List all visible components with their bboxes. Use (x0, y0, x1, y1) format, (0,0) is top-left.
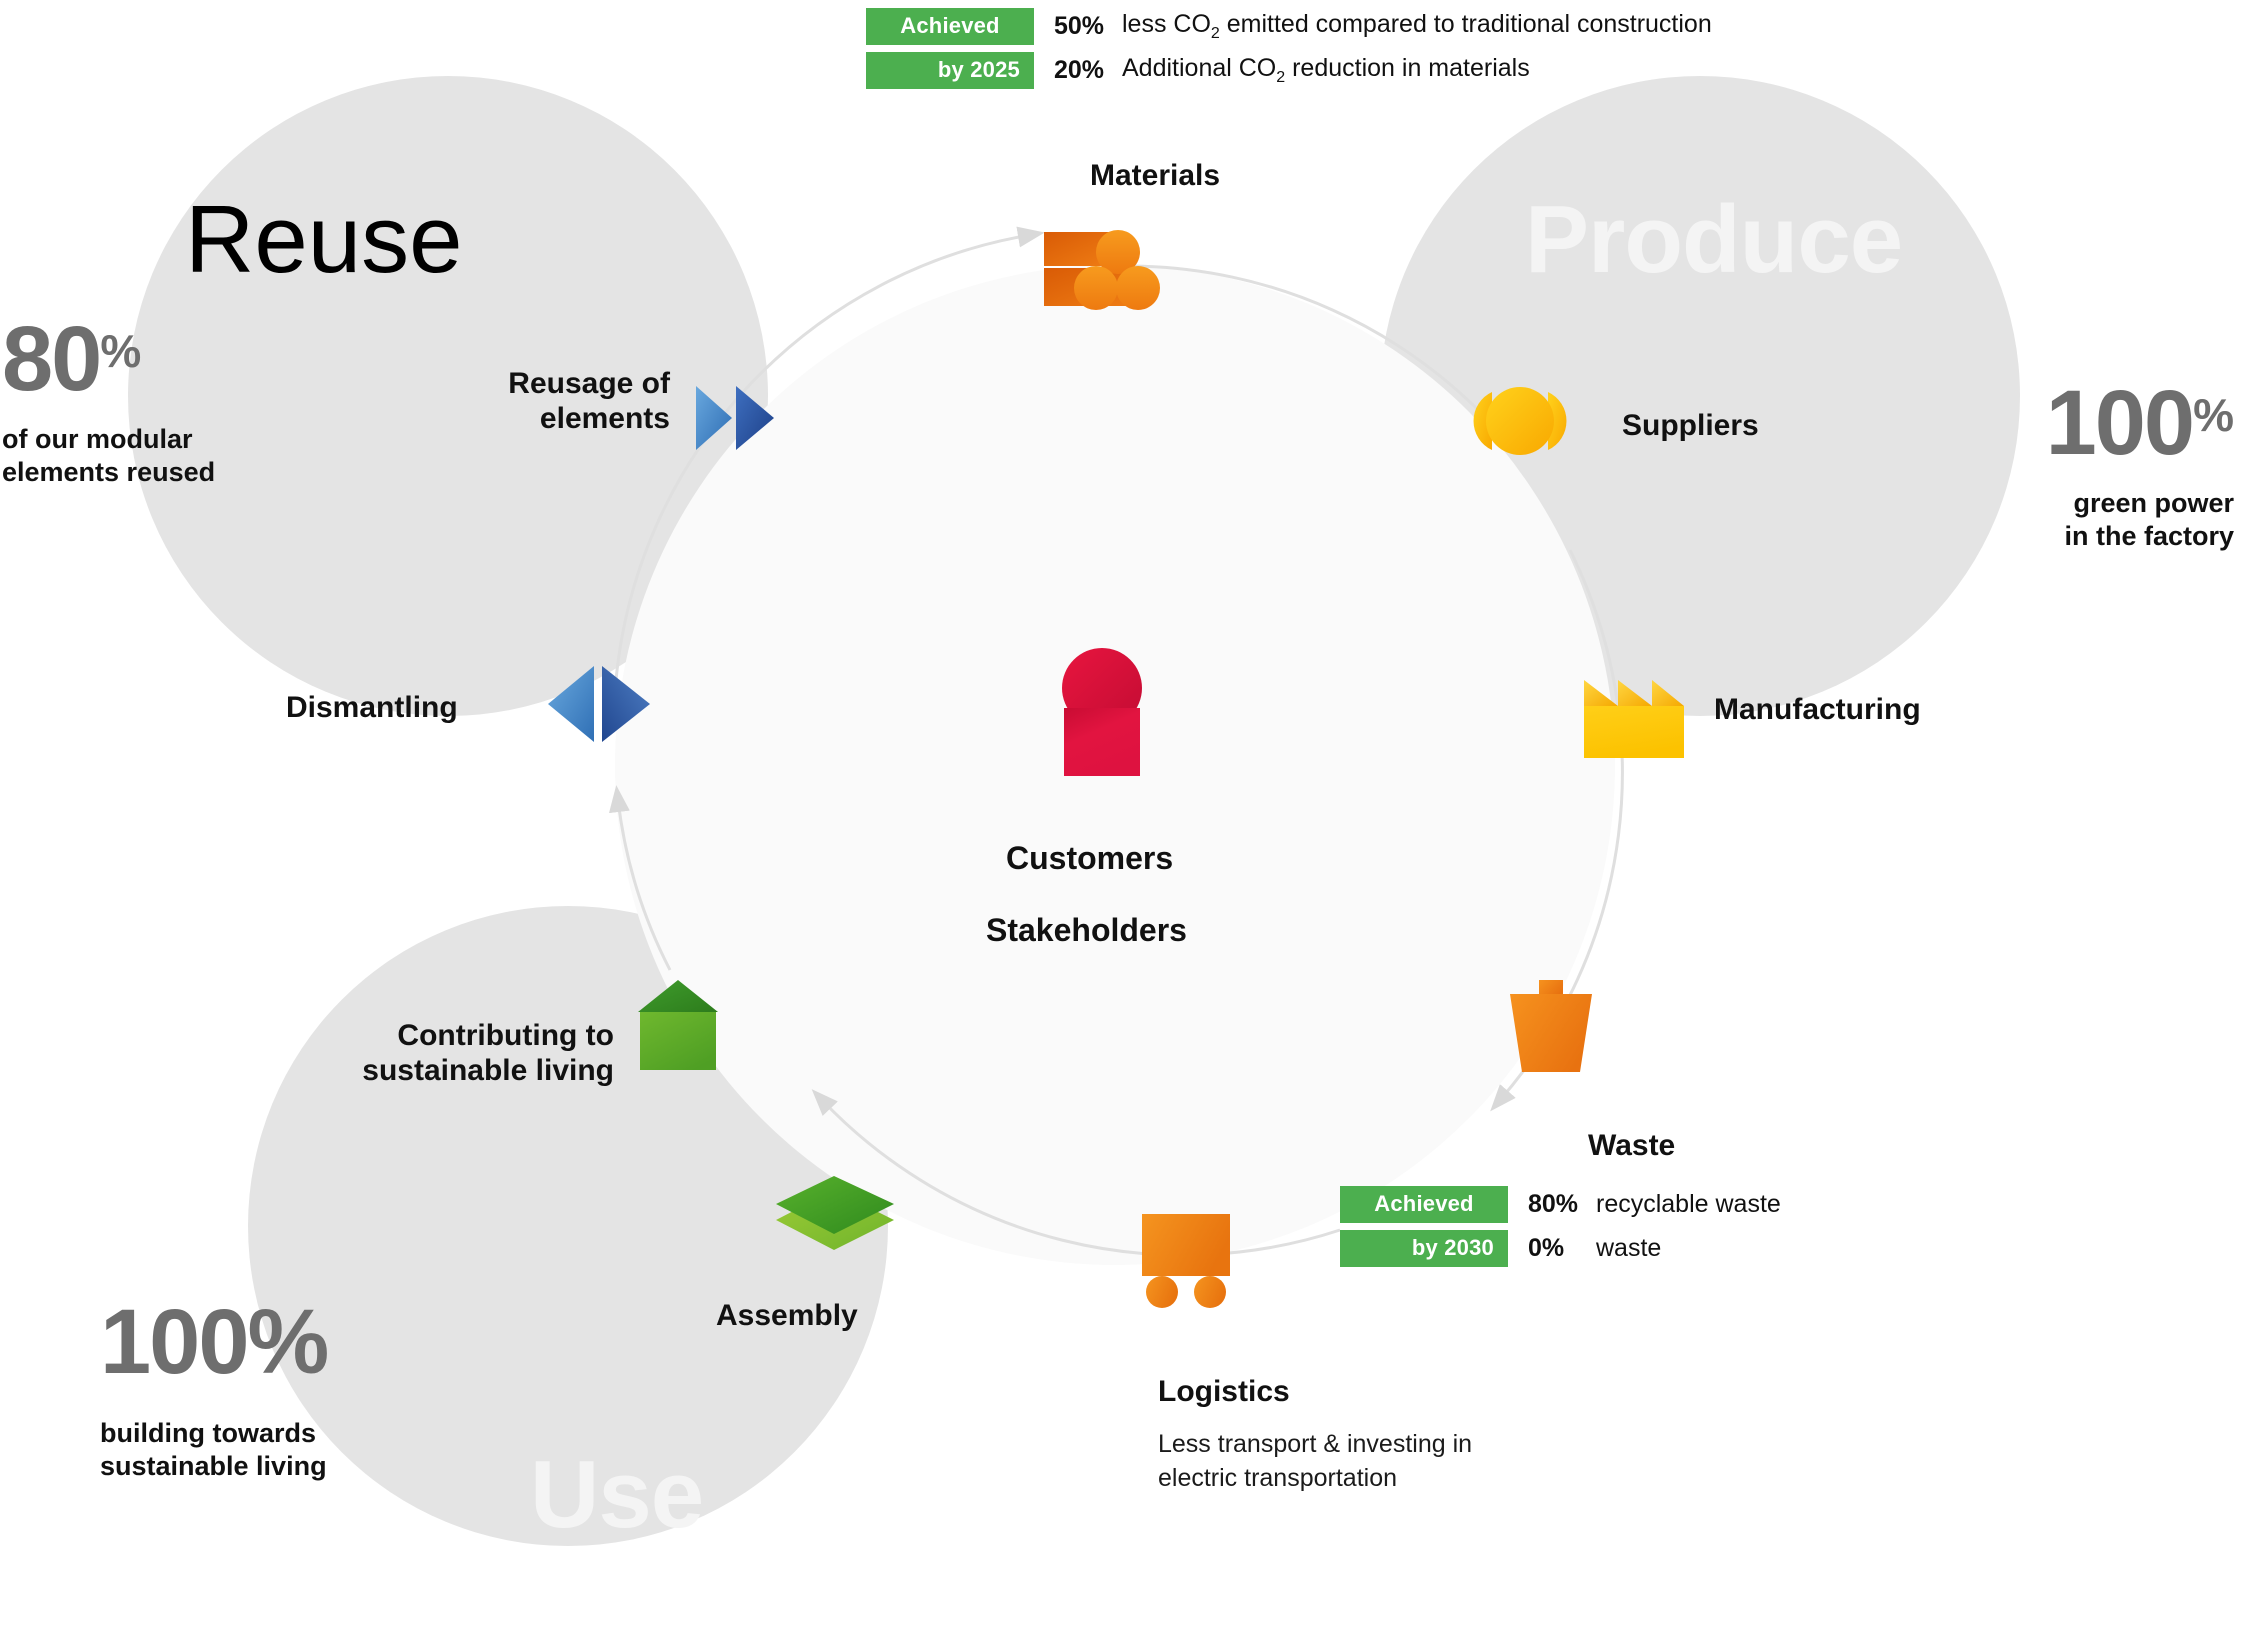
node-sub-logistics: Less transport & investing in electric t… (1158, 1430, 1473, 1492)
stat-number: 100 (2045, 372, 2195, 474)
badge-percent: 0% (1528, 1234, 1565, 1262)
badge-tag-achieved: Achieved (866, 8, 1034, 45)
badge-tag-achieved: Achieved (1340, 1186, 1508, 1223)
badge-text-post: reduction in materials (1285, 54, 1530, 82)
badge-text-sub: 2 (1210, 25, 1220, 42)
node-label-reusage: Reusage of elements (508, 367, 670, 436)
badge-text-post: emitted compared to traditional construc… (1219, 10, 1712, 38)
stat-block-reuse: 80% of our modular elements reused (2, 308, 302, 489)
node-label-assembly: Assembly (716, 1299, 858, 1332)
person-icon (1062, 648, 1142, 776)
stat-number: 80 (2, 308, 102, 410)
node-label-sustainable-living: Contributing to sustainable living (362, 1019, 614, 1088)
stat-description: of our modular elements reused (2, 423, 216, 487)
bowtie-circle-icon (1473, 387, 1567, 455)
forward-triangles-icon (696, 386, 774, 450)
phase-label-reuse: Reuse (185, 186, 463, 293)
badge-row: Achieved 80% recyclable waste (1340, 1186, 1781, 1223)
badge-text-sub: 2 (1276, 69, 1286, 86)
badge-row: Achieved 50% less CO2 emitted compared t… (866, 8, 1712, 45)
badge-block-co2: Achieved 50% less CO2 emitted compared t… (866, 8, 1712, 96)
node-label-logistics: Logistics (1158, 1375, 1290, 1408)
badge-description: waste (1596, 1234, 1662, 1262)
stat-value-row: 80% (2, 308, 302, 410)
center-label-customers: Customers (1006, 840, 1174, 876)
badge-percent: 50% (1054, 12, 1105, 40)
badge-percent: 80% (1528, 1190, 1579, 1218)
trash-bin-icon (1510, 980, 1592, 1072)
truck-icon (1142, 1214, 1230, 1308)
stat-block-green-power: 100% green power in the factory (1934, 372, 2234, 553)
stat-percent-sign: % (100, 325, 142, 377)
stat-percent-sign: % (2193, 389, 2234, 441)
badge-block-waste: Achieved 80% recyclable waste by 2030 0%… (1340, 1186, 1781, 1274)
badge-description: Additional CO2 reduction in materials (1122, 54, 1530, 87)
badge-row: by 2030 0% waste (1340, 1230, 1781, 1267)
stat-number: 100% (100, 1291, 329, 1393)
node-label-suppliers: Suppliers (1622, 409, 1759, 442)
badge-percent: 20% (1054, 56, 1105, 84)
split-triangles-icon (548, 666, 650, 742)
node-label-dismantling: Dismantling (286, 691, 458, 724)
node-label-waste: Waste (1588, 1129, 1676, 1162)
factory-icon (1584, 680, 1684, 758)
phase-label-produce: Produce (1525, 186, 1903, 293)
stat-description: building towards sustainable living (100, 1418, 327, 1481)
bricks-icon (1044, 230, 1160, 310)
house-icon (638, 980, 718, 1070)
badge-text-pre: Additional CO (1122, 54, 1277, 82)
badge-row: by 2025 20% Additional CO2 reduction in … (866, 52, 1712, 89)
badge-tag-by-2025: by 2025 (866, 52, 1034, 89)
stat-value-row: 100% (1934, 372, 2234, 474)
center-label-stakeholders: Stakeholders (986, 912, 1187, 948)
phase-label-use: Use (530, 1441, 704, 1548)
node-label-materials: Materials (1090, 159, 1221, 192)
badge-text-pre: less CO (1122, 10, 1211, 38)
badge-description: recyclable waste (1596, 1190, 1781, 1218)
node-label-manufacturing: Manufacturing (1714, 693, 1921, 726)
stat-block-sustainable-living: 100% building towards sustainable living (100, 1290, 440, 1483)
stat-description: green power in the factory (2064, 487, 2234, 551)
stat-value-row: 100% (100, 1290, 440, 1395)
badge-tag-by-2030: by 2030 (1340, 1230, 1508, 1267)
badge-description: less CO2 emitted compared to traditional… (1122, 10, 1712, 43)
stacked-layers-icon (776, 1176, 894, 1250)
